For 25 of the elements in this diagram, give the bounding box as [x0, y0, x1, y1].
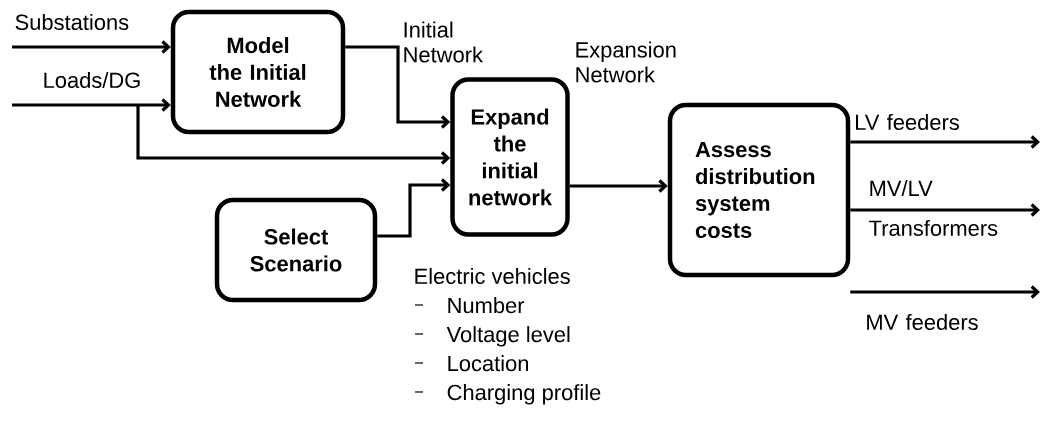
edge-label: MV feeders — [867, 313, 978, 331]
arrow — [136, 105, 451, 165]
arrow — [12, 40, 171, 54]
arrow — [850, 203, 1040, 217]
arrow — [12, 98, 171, 112]
arrow — [345, 45, 451, 129]
arrow — [850, 285, 1040, 299]
edge-label: Initial Network — [404, 21, 483, 63]
arrow — [377, 178, 451, 238]
arrow — [569, 179, 668, 193]
edge-label: MV/LV Transformers — [869, 180, 998, 236]
edge-label: LV feeders — [856, 113, 959, 131]
list-item: Charging profile — [447, 384, 601, 405]
list-item: Number — [448, 297, 525, 314]
edge-label: Substations — [15, 13, 129, 31]
edge-label: Expansion Network — [576, 41, 676, 83]
list-heading: Electric vehicles — [415, 267, 570, 285]
list-item: Location — [448, 355, 529, 372]
process-box: Assess distribution system costs — [667, 102, 851, 278]
process-box: Expand the initial network — [450, 77, 570, 237]
edge-label: Loads/DG — [44, 71, 140, 89]
list-item: Voltage level — [446, 326, 570, 347]
process-box: Select Scenario — [214, 197, 378, 303]
arrow — [850, 135, 1040, 149]
process-box: Model the Initial Network — [170, 9, 346, 135]
